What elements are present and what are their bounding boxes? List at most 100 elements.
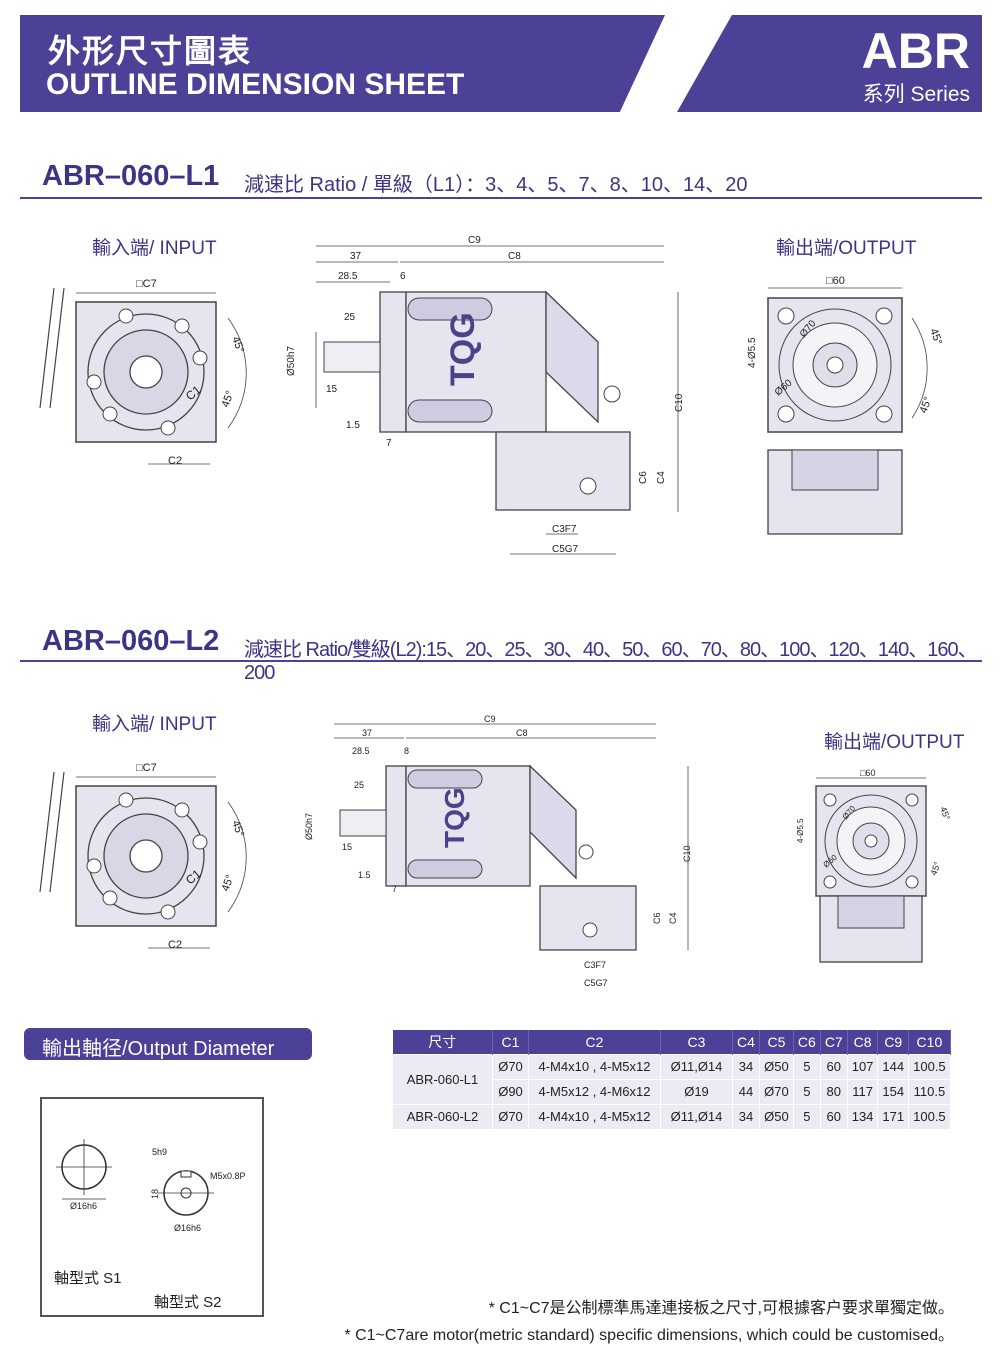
section2-input-label: 輸入端/ INPUT	[92, 714, 217, 735]
table-header: C6	[793, 1030, 821, 1054]
output-diameter-box	[40, 1097, 264, 1317]
series-label: 系列 Series	[862, 83, 970, 106]
svg-text:37: 37	[362, 728, 372, 738]
section2-input-drawing: □C7 45° 45° C1 C2	[39, 762, 247, 951]
table-cell: Ø50	[758, 1053, 794, 1080]
table-cell: 117	[846, 1078, 879, 1105]
table-cell: 5	[792, 1103, 821, 1130]
table-cell-model: ABR-060-L1	[392, 1053, 493, 1105]
svg-text:TQG: TQG	[439, 787, 470, 848]
input-c7-label: □C7	[136, 278, 157, 290]
svg-text:15: 15	[326, 384, 338, 395]
section2-side-drawing: C9 37 C8 28.5 8 TQG Ø50h7 25 15 1.5 7 C1…	[304, 714, 692, 988]
table-cell: 5	[792, 1053, 821, 1080]
input-c2-label: C2	[168, 455, 182, 467]
table-header: C8	[847, 1030, 879, 1054]
svg-text:45°: 45°	[229, 335, 246, 355]
svg-text:C10: C10	[682, 845, 692, 862]
brand-logo-text: TQG	[444, 312, 482, 386]
svg-text:4-Ø5.5: 4-Ø5.5	[796, 818, 805, 843]
table-row: ABR-060-L1 Ø70 4-M4x10 , 4-M5x12 Ø11,Ø14…	[392, 1053, 951, 1105]
svg-text:7: 7	[392, 884, 397, 894]
table-cell: Ø11,Ø14	[660, 1053, 733, 1080]
svg-text:C4: C4	[668, 912, 678, 924]
table-cell: 100.5	[908, 1053, 951, 1080]
page-title-cn: 外形尺寸圖表	[48, 33, 253, 69]
table-cell: 80	[819, 1078, 848, 1105]
shaft-s2-key: 5h9	[152, 1147, 167, 1157]
svg-text:45°: 45°	[220, 873, 237, 893]
svg-text:C3F7: C3F7	[552, 524, 577, 535]
svg-text:45°: 45°	[229, 819, 246, 839]
section1-input-drawing: □C7 45° 45° C1 C2	[39, 278, 247, 467]
svg-text:15: 15	[342, 842, 352, 852]
table-cell: 154	[877, 1078, 910, 1105]
svg-text:45°: 45°	[928, 860, 942, 877]
section2-ratio: 減速比 Ratio/雙級(L2):15、20、25、30、40、50、60、70…	[244, 639, 978, 684]
table-header: C4	[732, 1030, 760, 1054]
table-row: ABR-060-L2 Ø70 4-M4x10 , 4-M5x12 Ø11,Ø14…	[392, 1103, 951, 1130]
svg-text:25: 25	[344, 312, 356, 323]
table-header: C1	[492, 1030, 529, 1054]
svg-text:28.5: 28.5	[338, 271, 358, 282]
shaft-s2-thread: M5x0.8P	[210, 1171, 246, 1181]
section1-side-drawing: C9 37 C8 28.5 6 TQG Ø50h7 25 15 1.5 7 C1…	[286, 235, 685, 555]
table-cell: Ø50	[758, 1103, 794, 1130]
svg-text:C8: C8	[516, 728, 528, 738]
svg-text:C5G7: C5G7	[552, 544, 579, 555]
table-cell: 60	[819, 1053, 848, 1080]
section1-model: ABR–060–L1	[42, 160, 220, 192]
section1-input-label: 輸入端/ INPUT	[92, 238, 217, 259]
svg-text:28.5: 28.5	[352, 746, 370, 756]
table-row: Ø90 4-M5x12 , 4-M6x12 Ø19 44 Ø70 5 80 11…	[393, 1078, 951, 1105]
table-cell: 60	[819, 1103, 848, 1130]
table-cell: 4-M4x10 , 4-M5x12	[528, 1103, 661, 1130]
svg-text:Ø50h7: Ø50h7	[304, 813, 314, 840]
table-header: C10	[908, 1030, 951, 1054]
table-cell: 44	[732, 1078, 760, 1105]
table-cell: 110.5	[908, 1078, 951, 1105]
table-cell: Ø19	[660, 1078, 733, 1105]
svg-text:C9: C9	[468, 235, 481, 246]
svg-text:1.5: 1.5	[358, 870, 371, 880]
section2-output-drawing: □60 4-Ø5.5 Ø70 Ø60 45° 45°	[796, 768, 952, 963]
section2-model: ABR–060–L2	[42, 625, 220, 657]
table-header: C7	[820, 1030, 848, 1054]
table-cell: Ø90	[492, 1078, 529, 1105]
svg-text:45°: 45°	[927, 327, 944, 347]
svg-text:C3F7: C3F7	[584, 960, 606, 970]
shaft-s1-diameter: Ø16h6	[70, 1201, 97, 1211]
output-shaft-drawings: Ø16h6 5h9 18 M5x0.8P Ø16h6 軸型式 S1 軸型式 S2	[54, 1139, 246, 1311]
svg-text:1.5: 1.5	[346, 420, 360, 431]
header-banner-left	[20, 15, 665, 112]
svg-text:C5G7: C5G7	[584, 978, 608, 988]
table-cell: 144	[877, 1053, 910, 1080]
table-header: C5	[759, 1030, 794, 1054]
series-code: ABR	[861, 23, 970, 79]
svg-text:6: 6	[400, 271, 406, 282]
section1-output-label: 輸出端/OUTPUT	[776, 238, 917, 259]
svg-text:C8: C8	[508, 251, 521, 262]
svg-text:C4: C4	[656, 471, 667, 484]
table-cell: Ø11,Ø14	[660, 1103, 733, 1130]
table-cell: 4-M5x12 , 4-M6x12	[528, 1078, 661, 1105]
table-cell: 5	[792, 1078, 821, 1105]
header-banner-right	[677, 15, 982, 112]
dimension-table: 尺寸 C1 C2 C3 C4 C5 C6 C7 C8 C9 C10 ABR-06…	[392, 1030, 951, 1130]
svg-text:45°: 45°	[220, 389, 237, 409]
table-cell: 134	[846, 1103, 879, 1130]
section1-output-drawing: □60 4-Ø5.5 Ø70 Ø60 45° 45°	[747, 275, 944, 535]
table-cell: Ø70	[492, 1103, 529, 1130]
svg-text:4-Ø5.5: 4-Ø5.5	[747, 337, 758, 368]
shaft-s1-label: 軸型式 S1	[54, 1270, 122, 1287]
note-cn: * C1~C7是公制標準馬達連接板之尺寸,可根據客户要求單獨定做。	[488, 1300, 954, 1317]
svg-text:□60: □60	[860, 768, 875, 778]
shaft-s2-diameter: Ø16h6	[174, 1223, 201, 1233]
output-diameter-title: 輸出軸径/Output Diameter	[24, 1028, 312, 1060]
table-cell: 34	[732, 1053, 760, 1080]
table-cell: 100.5	[908, 1103, 951, 1130]
svg-text:45°: 45°	[918, 395, 935, 415]
svg-text:C2: C2	[168, 939, 182, 951]
svg-text:7: 7	[386, 438, 392, 449]
svg-text:C10: C10	[674, 393, 685, 412]
